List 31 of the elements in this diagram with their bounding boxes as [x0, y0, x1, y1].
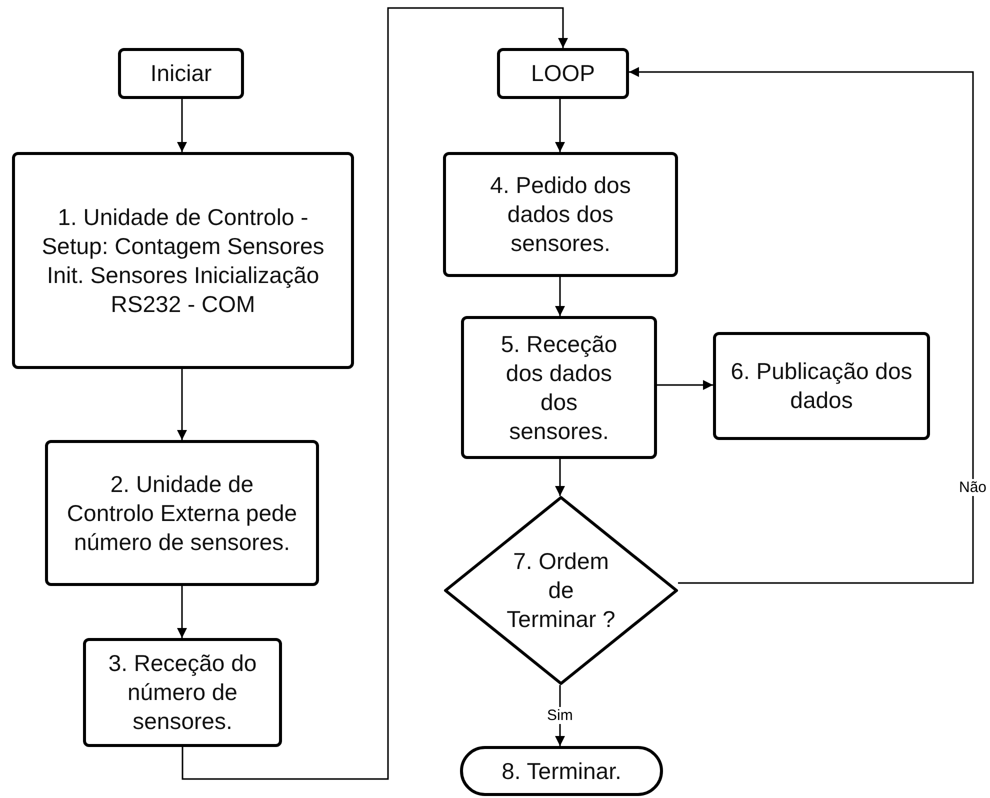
terminal-shape [460, 746, 663, 796]
process-box [45, 440, 319, 586]
edge-label: Sim [546, 707, 574, 724]
arrow [555, 277, 565, 316]
arrow [657, 380, 713, 390]
node-text: 3. Receção do número de sensores. [107, 649, 258, 736]
node-text: 7. Ordem de Terminar ? [506, 547, 616, 634]
process-box [443, 152, 678, 277]
process-box [497, 48, 629, 99]
arrow [555, 99, 565, 152]
arrow [177, 99, 187, 152]
process-box [461, 316, 657, 459]
process-box [12, 152, 354, 369]
arrow [555, 459, 565, 496]
process-box [118, 48, 244, 99]
arrow [182, 7, 568, 780]
node-text: 4. Pedido dos dados dos sensores. [489, 171, 632, 258]
node-text: 8. Terminar. [502, 756, 622, 786]
arrow [629, 67, 974, 584]
arrow [177, 369, 187, 440]
node-text: 2. Unidade de Controlo Externa pede número de sensores. [66, 470, 298, 556]
node-text: Iniciar [150, 59, 212, 88]
process-box [83, 638, 282, 747]
node-text: 1. Unidade de Controlo - Setup: Contagem Sensores Init. Sensores Inicialização RS232 - COM [40, 202, 326, 318]
edge-label: Não [958, 478, 988, 496]
arrow [177, 586, 187, 638]
process-box [713, 332, 930, 440]
node-text: 6. Publicação dos dados [730, 357, 914, 415]
node-text: 5. Receção dos dados dos sensores. [500, 330, 618, 446]
decision-diamond [444, 496, 678, 685]
node-text: LOOP [531, 59, 595, 88]
